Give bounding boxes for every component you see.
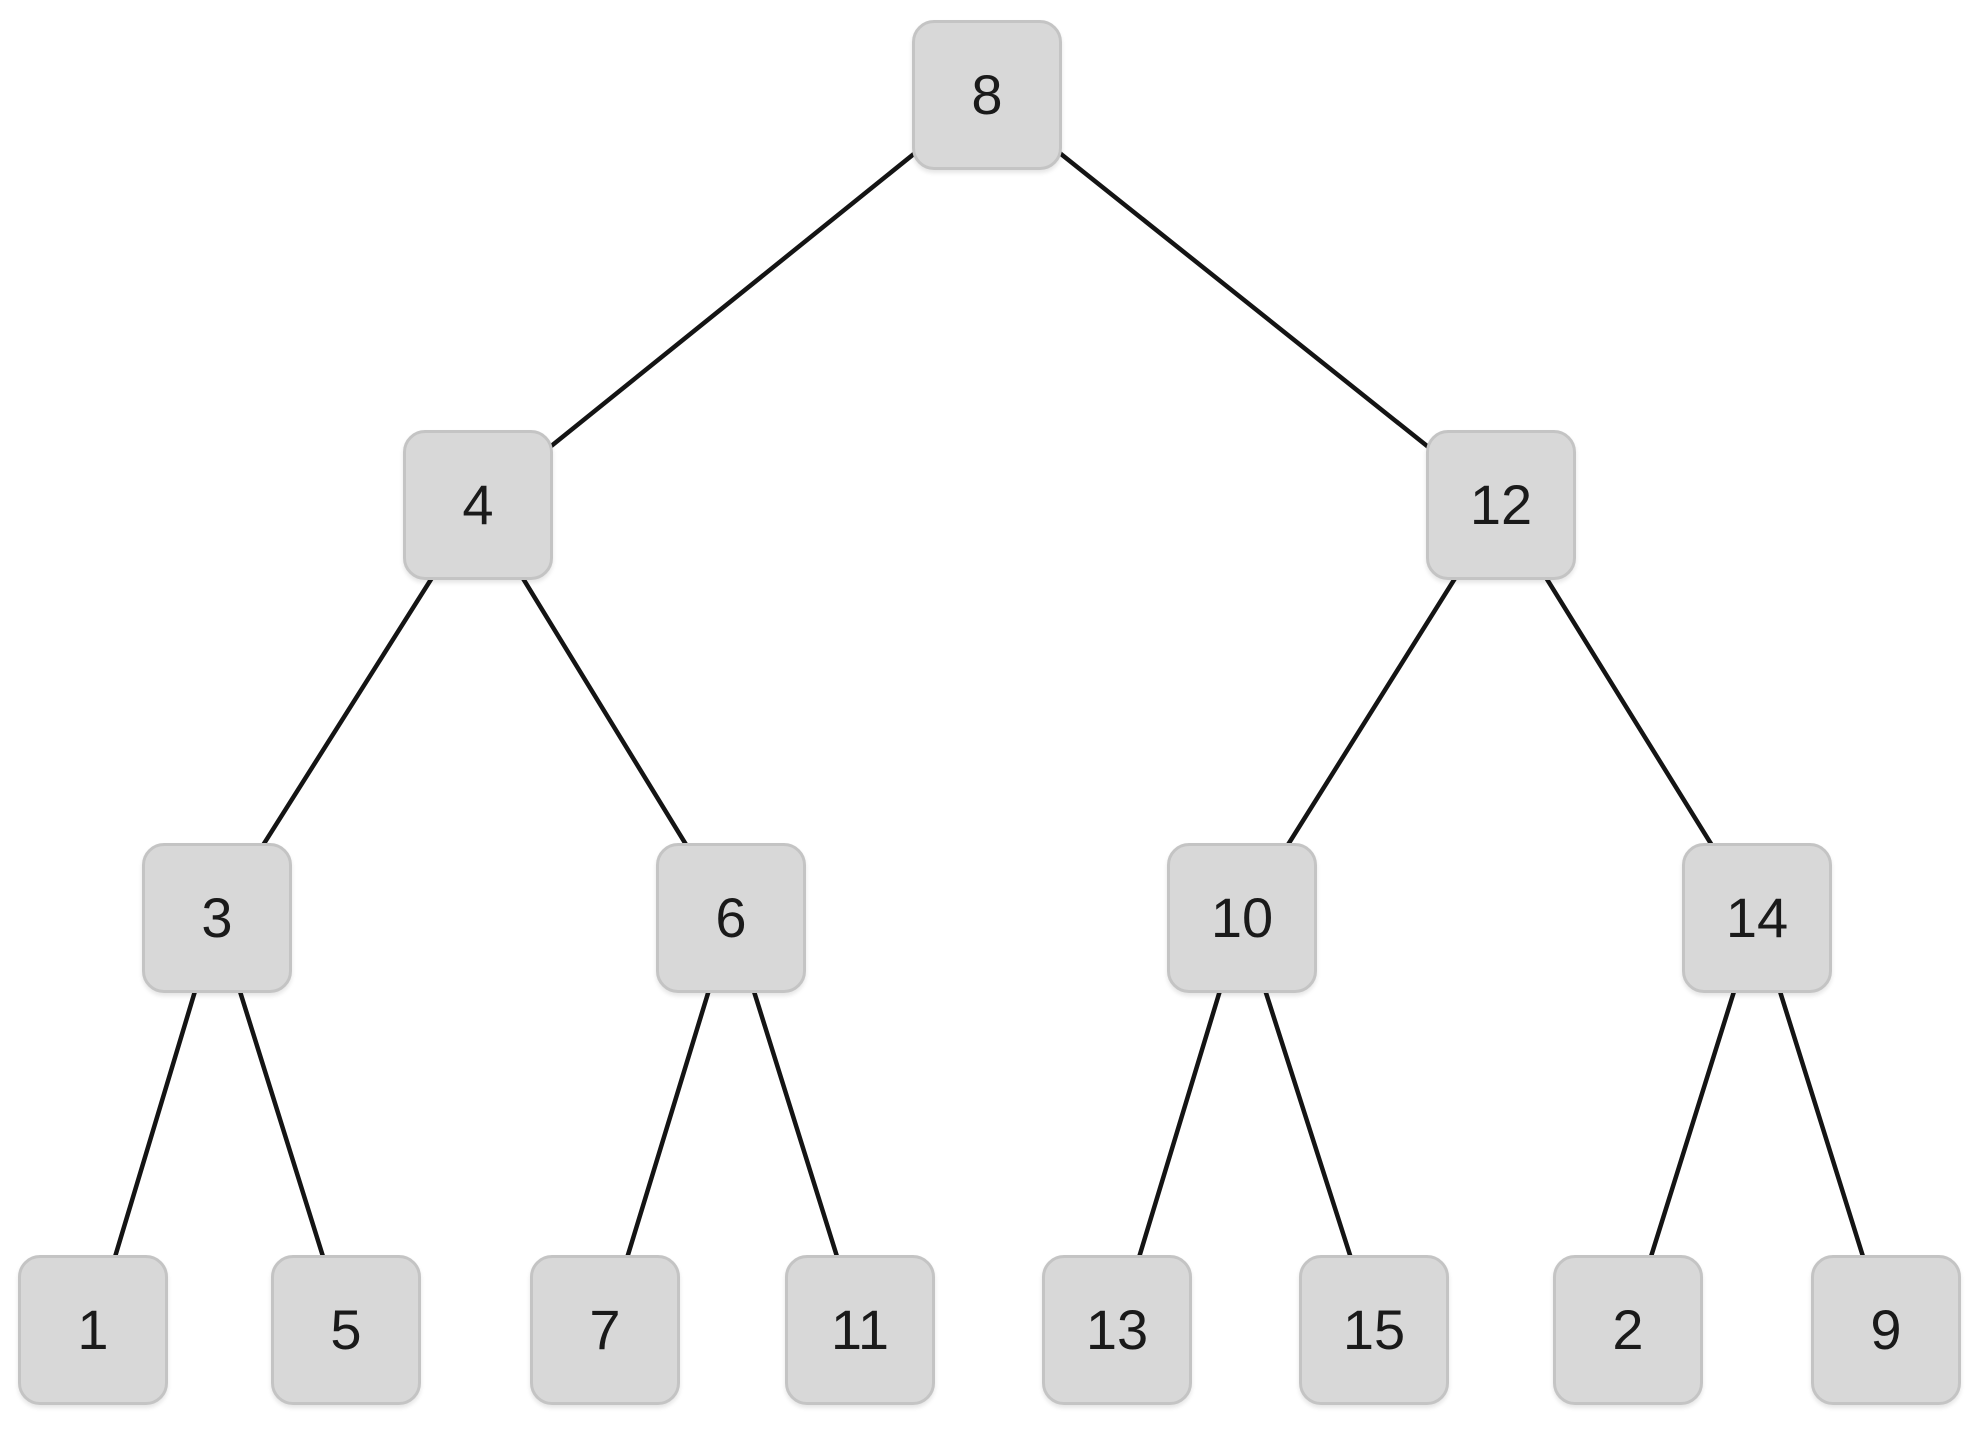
tree-node-9: 9: [1811, 1255, 1961, 1405]
tree-node-4: 4: [403, 430, 553, 580]
tree-node-8: 8: [912, 20, 1062, 170]
tree-node-label: 3: [201, 886, 233, 949]
tree-node-3: 3: [142, 843, 292, 993]
tree-edge-8-4: [475, 92, 990, 508]
tree-node-7: 7: [530, 1255, 680, 1405]
tree-node-label: 15: [1342, 1298, 1406, 1361]
tree-node-13: 13: [1042, 1255, 1192, 1405]
tree-node-label: 11: [830, 1298, 890, 1361]
tree-node-label: 14: [1725, 886, 1789, 949]
tree-edge-8-12: [984, 92, 1504, 508]
tree-node-label: 8: [971, 63, 1003, 126]
tree-node-label: 6: [715, 886, 747, 949]
tree-node-label: 9: [1870, 1298, 1902, 1361]
tree-node-2: 2: [1553, 1255, 1703, 1405]
tree-node-15: 15: [1299, 1255, 1449, 1405]
tree-node-label: 10: [1210, 886, 1274, 949]
tree-node-label: 12: [1469, 473, 1533, 536]
tree-node-1: 1: [18, 1255, 168, 1405]
tree-node-12: 12: [1426, 430, 1576, 580]
tree-node-10: 10: [1167, 843, 1317, 993]
tree-node-label: 7: [589, 1298, 621, 1361]
tree-node-6: 6: [656, 843, 806, 993]
tree-node-label: 5: [330, 1298, 362, 1361]
tree-node-label: 4: [462, 473, 494, 536]
tree-node-label: 1: [77, 1298, 109, 1361]
tree-node-5: 5: [271, 1255, 421, 1405]
tree-node-label: 13: [1085, 1298, 1149, 1361]
tree-node-label: 2: [1612, 1298, 1644, 1361]
tree-node-11: 11: [785, 1255, 935, 1405]
tree-node-14: 14: [1682, 843, 1832, 993]
